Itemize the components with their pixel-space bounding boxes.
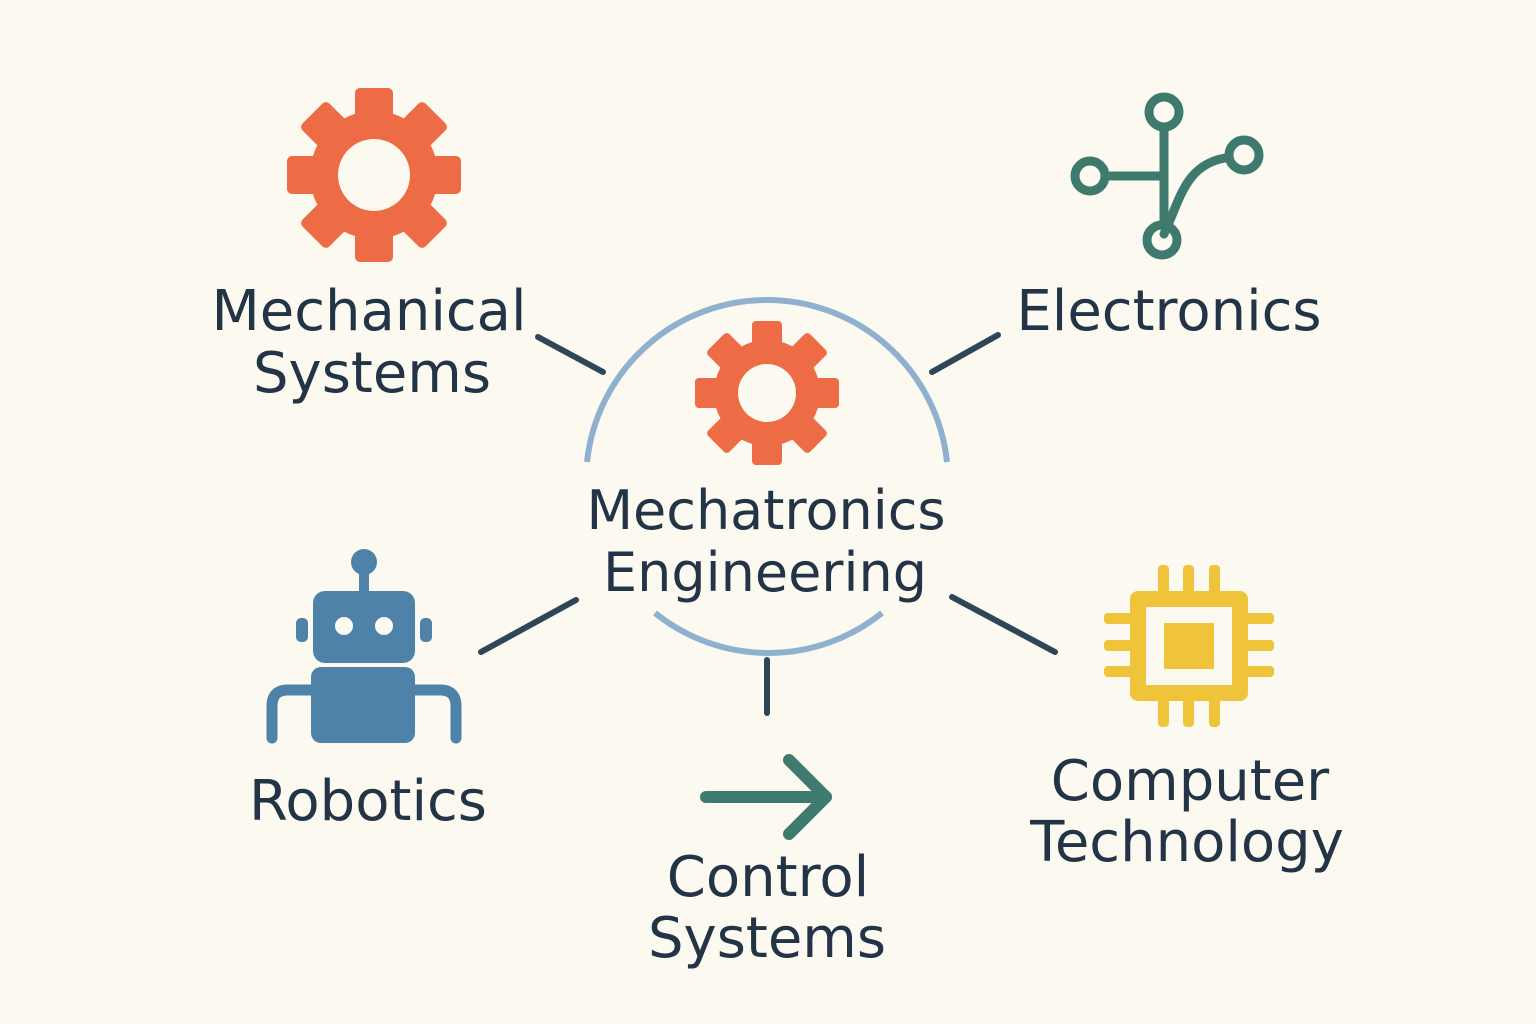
gear-icon xyxy=(287,88,461,262)
center-gear-icon xyxy=(695,321,839,465)
mechanical-label-line2: Systems xyxy=(253,341,491,406)
connectors xyxy=(478,332,1058,716)
electronics-label: Electronics xyxy=(1016,279,1321,344)
mechanical-label-line1: Mechanical xyxy=(211,279,526,344)
center-title-line1: Mechatronics xyxy=(586,479,945,542)
center-title-line2: Engineering xyxy=(603,541,927,604)
computer-label-line1: Computer xyxy=(1051,749,1330,814)
arrow-right-icon xyxy=(700,754,832,840)
computer-label-line2: Technology xyxy=(1029,810,1344,875)
chip-icon xyxy=(1104,565,1274,727)
robotics-label: Robotics xyxy=(249,769,487,834)
connector-electronics xyxy=(929,332,1001,375)
connector-computer xyxy=(949,594,1058,655)
robot-icon xyxy=(266,549,462,744)
connector-robotics xyxy=(478,597,579,655)
circuit-icon xyxy=(1070,92,1264,260)
center-ring-bottom-arc xyxy=(653,610,884,657)
connector-mechanical xyxy=(535,334,606,375)
center-ring xyxy=(584,297,950,657)
center-ring-top-arc xyxy=(584,297,950,463)
control-label-line2: Systems xyxy=(648,906,886,971)
control-label-line1: Control xyxy=(667,845,869,910)
